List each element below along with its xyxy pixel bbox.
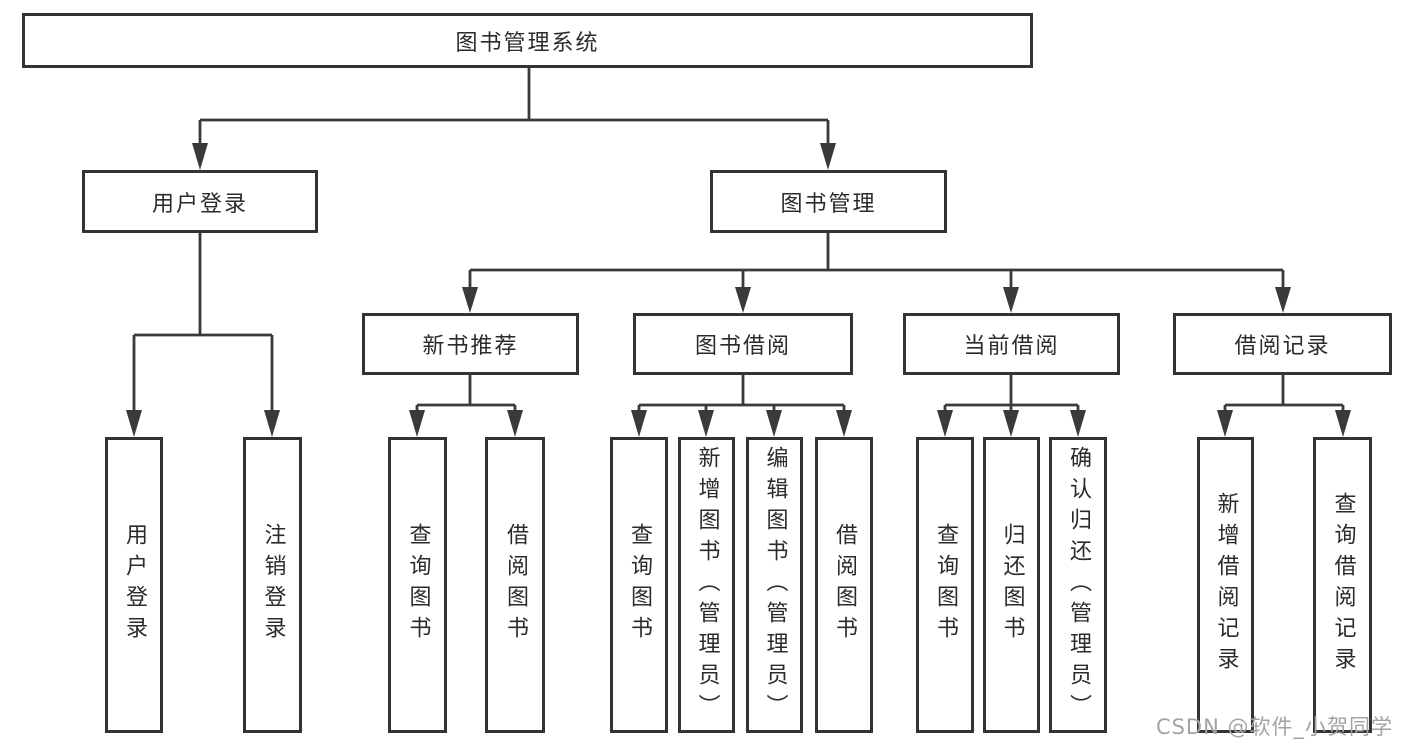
leaf-query-books-borrow-label: 查询图书 [627,523,652,647]
leaf-return-books: 归还图书 [983,437,1040,733]
node-new-book-recommend: 新书推荐 [362,313,579,375]
leaf-query-borrow-record: 查询借阅记录 [1313,437,1372,733]
node-book-management: 图书管理 [710,170,947,233]
node-user-login-label: 用户登录 [151,191,248,217]
node-user-login: 用户登录 [82,170,318,233]
node-root-label: 图书管理系统 [455,30,600,56]
leaf-borrow-books-recommend-label: 借阅图书 [503,523,528,647]
node-borrow-records-label: 借阅记录 [1234,334,1331,359]
node-book-borrow-label: 图书借阅 [694,334,791,359]
leaf-edit-books-admin: 编辑图书（管理员） [746,437,803,733]
leaf-add-borrow-record: 新增借阅记录 [1197,437,1254,733]
arrowheads [126,143,1351,437]
leaf-logout-label: 注销登录 [260,523,286,647]
node-book-borrow: 图书借阅 [633,313,853,375]
leaf-user-login: 用户登录 [105,437,163,733]
leaf-logout: 注销登录 [243,437,302,733]
leaf-borrow-books: 借阅图书 [815,437,873,733]
leaf-query-books-recommend: 查询图书 [388,437,447,733]
leaf-return-books-label: 归还图书 [999,523,1025,647]
leaf-add-books-admin-label: 新增图书（管理员） [694,445,720,725]
leaf-borrow-books-recommend: 借阅图书 [485,437,545,733]
leaf-edit-books-admin-label: 编辑图书（管理员） [762,445,788,725]
leaf-add-books-admin: 新增图书（管理员） [678,437,735,733]
leaf-confirm-return-admin: 确认归还（管理员） [1049,437,1107,733]
leaf-user-login-label: 用户登录 [122,523,147,647]
csdn-watermark: CSDN @软件_小贺同学 [1155,715,1393,739]
node-root: 图书管理系统 [22,13,1033,68]
leaf-query-books-recommend-label: 查询图书 [405,523,431,647]
node-current-borrow: 当前借阅 [903,313,1120,375]
leaf-query-books-current-label: 查询图书 [933,523,958,647]
node-current-borrow-label: 当前借阅 [963,334,1060,359]
leaf-query-books-borrow: 查询图书 [610,437,668,733]
node-book-management-label: 图书管理 [780,191,877,217]
leaf-borrow-books-label: 借阅图书 [832,523,857,647]
node-new-book-recommend-label: 新书推荐 [422,334,519,359]
leaf-query-books-current: 查询图书 [916,437,974,733]
leaf-confirm-return-admin-label: 确认归还（管理员） [1066,445,1091,725]
node-borrow-records: 借阅记录 [1173,313,1392,375]
leaf-query-borrow-record-label: 查询借阅记录 [1330,492,1356,678]
leaf-add-borrow-record-label: 新增借阅记录 [1213,492,1239,678]
